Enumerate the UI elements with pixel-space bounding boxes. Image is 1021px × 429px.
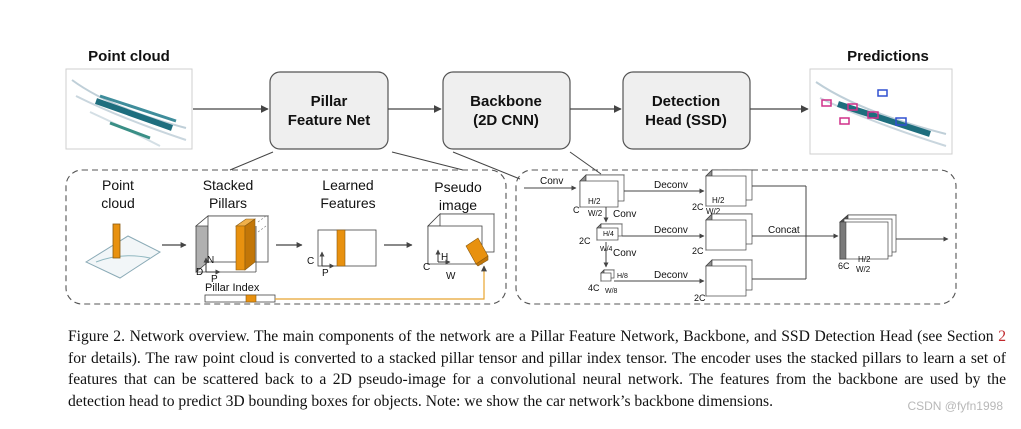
deconv-label-2: Deconv: [654, 225, 688, 236]
dim-4c-label: 4C: [588, 283, 600, 293]
pointpillars-network-diagram: Point cloud Pillar Feature Net Backbone …: [65, 48, 957, 305]
axis-c-label-pseudo: C: [423, 262, 430, 273]
pillar-feature-net-line2: Feature Net: [288, 112, 371, 129]
stage-pseudo-image-line1: Pseudo: [434, 179, 482, 195]
concat-label: Concat: [768, 225, 800, 236]
axis-p-label-features: P: [322, 268, 329, 279]
pillar-feature-net-block: Pillar Feature Net: [269, 71, 389, 150]
dim-h8-label: H/8: [617, 273, 628, 280]
pillar-feature-net-line1: Pillar: [311, 93, 348, 110]
dim-w2-label-out: W/2: [856, 265, 871, 274]
dim-2c-label-up1: 2C: [692, 202, 704, 212]
dim-h2-label-up1: H/2: [712, 196, 725, 205]
dim-h2-label-out: H/2: [858, 255, 871, 264]
stage-learned-features-line1: Learned: [322, 177, 373, 193]
input-point-cloud-image: [65, 68, 193, 150]
dim-w8-label: W/8: [605, 288, 618, 295]
detection-head-line2: Head (SSD): [645, 112, 727, 129]
dim-w2-label-1: W/2: [588, 209, 603, 218]
backbone-block: Backbone (2D CNN): [442, 71, 571, 150]
detection-head-line1: Detection: [652, 93, 720, 110]
conv-label-2: Conv: [613, 209, 636, 220]
axis-p-label: P: [211, 274, 218, 285]
deconv-label-1: Deconv: [654, 180, 688, 191]
deconv-label-3: Deconv: [654, 270, 688, 281]
backbone-block-3: 4C H/8 W/8: [588, 269, 628, 295]
axis-w-label-pseudo: W: [446, 271, 456, 282]
detection-head-block: Detection Head (SSD): [622, 71, 751, 150]
section-reference-link[interactable]: 2: [998, 328, 1006, 345]
point-cloud-title: Point cloud: [88, 48, 170, 65]
dim-2c-label-up3: 2C: [694, 293, 706, 303]
dim-2c-label-up2: 2C: [692, 246, 704, 256]
backbone-line1: Backbone: [470, 93, 542, 110]
predictions-title: Predictions: [847, 48, 929, 65]
figure-caption: Figure 2. Network overview. The main com…: [68, 326, 1006, 412]
concat-output-block: 6C H/2 W/2: [838, 214, 897, 274]
backbone-line2: (2D CNN): [473, 112, 539, 129]
output-predictions-image: [809, 68, 953, 155]
dim-2c-label-left: 2C: [579, 236, 591, 246]
pillar-feature-net-detail-panel: [65, 169, 507, 305]
conv-label-1: Conv: [540, 176, 563, 187]
learned-features-tensor: C P: [307, 229, 377, 279]
csdn-watermark: CSDN @fyfn1998: [907, 399, 1003, 413]
caption-part2: for details). The raw point cloud is con…: [68, 349, 1006, 410]
pseudo-image-tensor: C H W: [423, 213, 495, 282]
stacked-pillars-tensor: D N P: [194, 215, 270, 285]
dim-h2-label-1: H/2: [588, 197, 601, 206]
stage-point-cloud-line1: Point: [102, 177, 134, 193]
upsampled-block-1: 2C H/2 W/2: [692, 169, 753, 216]
upsampled-block-3: 2C: [694, 259, 753, 303]
backbone-block-1: C H/2 W/2: [573, 174, 625, 218]
axis-h-label-pseudo: H: [441, 252, 448, 263]
stage-stacked-pillars-line2: Pillars: [209, 195, 247, 211]
stage-stacked-pillars-line1: Stacked: [203, 177, 254, 193]
point-cloud-pillar-icon: [84, 223, 162, 279]
conv-label-3: Conv: [613, 248, 636, 259]
caption-part1: Figure 2. Network overview. The main com…: [68, 328, 999, 345]
dim-6c-label: 6C: [838, 261, 850, 271]
pillar-index-label: Pillar Index: [205, 282, 260, 294]
stage-pseudo-image-line2: image: [439, 197, 477, 213]
dim-c-label: C: [573, 205, 580, 215]
dim-h4-label: H/4: [603, 231, 614, 238]
axis-c-label-features: C: [307, 256, 314, 267]
axis-d-label: D: [196, 267, 203, 278]
stage-learned-features-line2: Features: [320, 195, 375, 211]
upsampled-block-2: 2C: [692, 213, 753, 256]
dim-w2-label-up1: W/2: [706, 207, 721, 216]
pillar-index-bar: Pillar Index: [204, 265, 487, 303]
stage-point-cloud-line2: cloud: [101, 195, 134, 211]
axis-n-label: N: [207, 255, 214, 266]
